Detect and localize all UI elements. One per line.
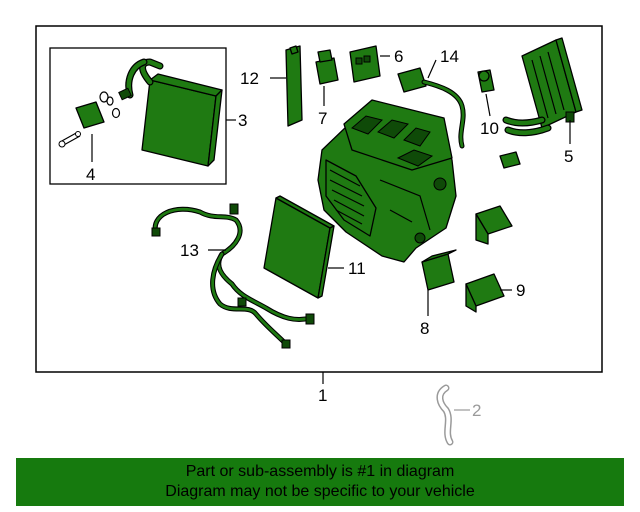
callout-9: 9	[516, 281, 525, 300]
actuator-part-7	[315, 49, 339, 85]
banner-line-2: Diagram may not be specific to your vehi…	[165, 483, 475, 500]
leader-lines	[91, 55, 571, 411]
callout-13: 13	[180, 241, 199, 260]
o-ring-parts	[99, 91, 121, 119]
callout-5: 5	[564, 147, 573, 166]
sensor-part-14	[397, 67, 466, 149]
callout-2: 2	[472, 401, 481, 420]
heater-core-part	[502, 37, 583, 137]
air-duct-part	[285, 45, 303, 127]
callout-4: 4	[86, 165, 95, 184]
drain-hose-part	[436, 384, 454, 446]
module-part-right	[475, 205, 513, 245]
callout-6: 6	[394, 47, 403, 66]
sensor-part-10	[477, 69, 495, 93]
assembly-frame	[35, 25, 603, 373]
callout-11: 11	[348, 259, 366, 278]
module-part-6	[349, 45, 381, 83]
hvac-housing-part	[317, 99, 457, 263]
callout-12: 12	[240, 69, 259, 88]
wiring-harness-part	[151, 203, 315, 349]
module-part-8	[421, 249, 457, 291]
banner-line-1: Part or sub-assembly is #1 in diagram	[185, 463, 455, 480]
evaporator-subassembly-box	[49, 47, 227, 185]
expansion-valve-part	[58, 101, 105, 148]
cabin-air-filter-part	[263, 195, 335, 299]
callout-3: 3	[238, 111, 247, 130]
bracket-part	[499, 151, 521, 169]
module-part-9	[465, 273, 505, 313]
callout-7: 7	[318, 109, 327, 128]
callout-10: 10	[480, 119, 499, 138]
callout-1: 1	[318, 386, 327, 405]
evaporator-core-part	[118, 58, 223, 167]
callout-14: 14	[440, 47, 459, 66]
info-banner: Part or sub-assembly is #1 in diagram Di…	[16, 458, 624, 506]
callout-8: 8	[420, 319, 429, 338]
